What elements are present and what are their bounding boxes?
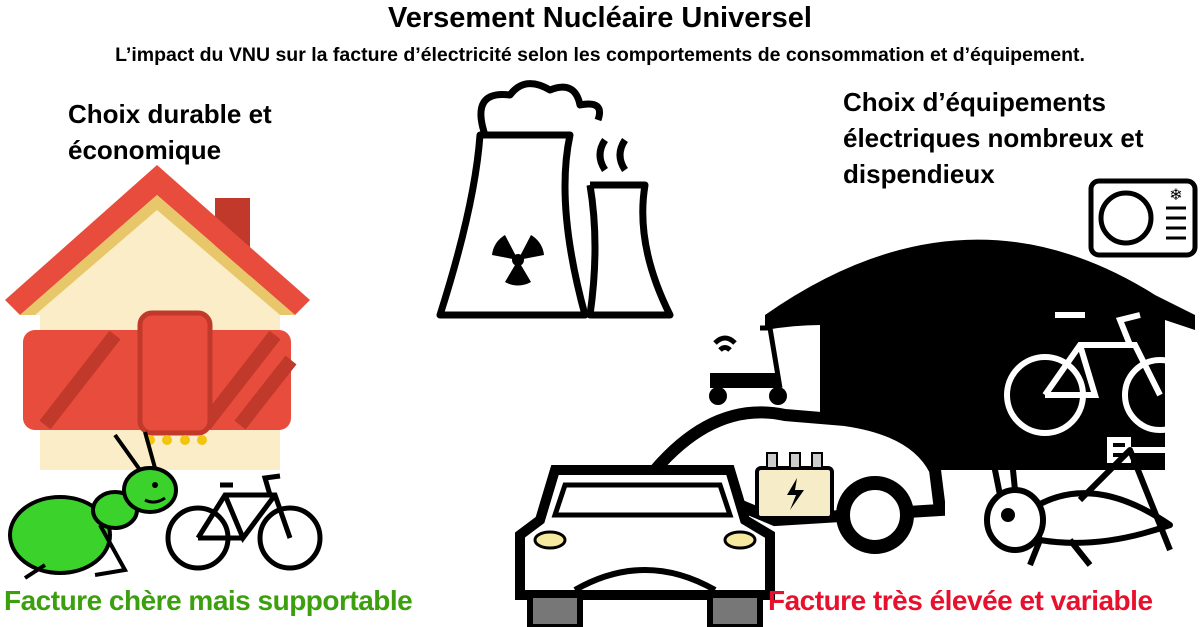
ant-icon <box>8 431 178 580</box>
left-footer: Facture chère mais supportable <box>4 585 413 616</box>
heat-pump-icon: ❄ <box>1088 178 1198 258</box>
nuclear-plant-icon <box>436 80 674 319</box>
right-footer: Facture très élevée et variable <box>768 585 1153 616</box>
left-heading: Choix durable et économique <box>68 99 272 165</box>
electric-bike-icon <box>1004 312 1198 463</box>
insulated-house-icon <box>5 165 310 470</box>
cricket-icon <box>984 440 1173 567</box>
bicycle-icon <box>165 473 323 571</box>
battery-icon <box>755 452 834 520</box>
page-title: Versement Nucléaire Universel <box>388 2 812 34</box>
subtitle: L’impact du VNU sur la facture d’électri… <box>115 44 1085 66</box>
garage-icon <box>765 239 1195 470</box>
svg-text:❄: ❄ <box>1169 187 1182 204</box>
right-heading: Choix d’équipements électriques nombreux… <box>843 87 1144 189</box>
electric-scooter-icon <box>709 325 787 405</box>
electric-car-icon <box>515 406 945 627</box>
